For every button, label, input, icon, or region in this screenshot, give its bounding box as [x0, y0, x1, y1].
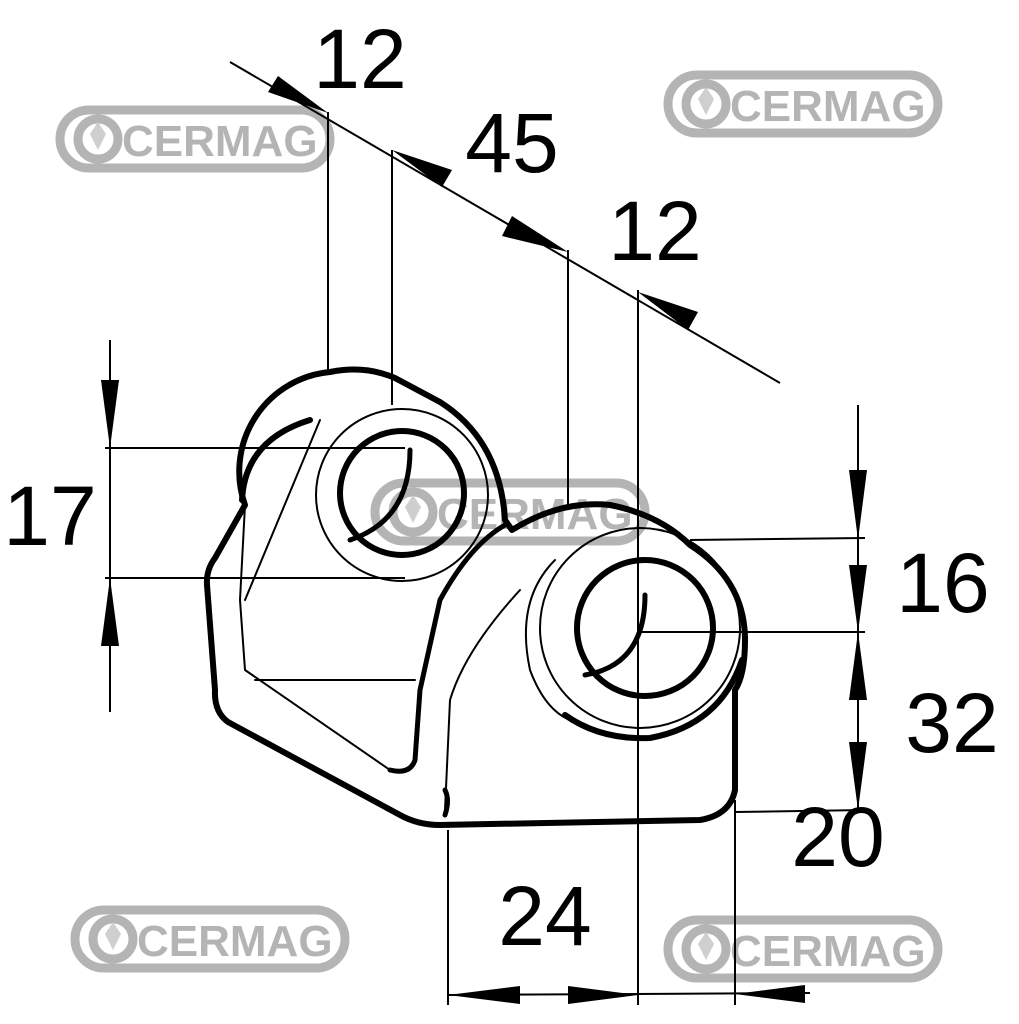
watermark-logo-center: CERMAG: [375, 483, 645, 541]
watermark-logo-top-right: CERMAG: [668, 75, 938, 133]
watermark-logo-top-left: CERMAG: [60, 110, 330, 168]
dimension-label-left-17: 17: [3, 469, 96, 563]
watermark-logo-bottom-right: CERMAG: [668, 920, 938, 978]
left-bore-outer: [315, 408, 489, 582]
watermark-text: CERMAG: [730, 927, 926, 976]
dimension-label-top-right-12: 12: [608, 184, 701, 278]
watermark-logo-bottom-left: CERMAG: [75, 910, 345, 968]
dimension-lines: [105, 61, 866, 1005]
dimension-label-right-16: 16: [896, 536, 989, 630]
right-bore-outer: [539, 527, 741, 729]
dimension-arrows: [101, 76, 867, 1004]
watermark-text: CERMAG: [137, 917, 333, 966]
dimension-label-bottom-24: 24: [498, 869, 591, 963]
part-outline: [203, 366, 748, 828]
left-bore-hole: [337, 428, 467, 558]
dimension-label-bottom-20: 20: [791, 790, 884, 884]
dimension-label-top-45: 45: [465, 96, 558, 190]
watermark-text: CERMAG: [122, 117, 318, 166]
right-bore-hole: [574, 557, 716, 699]
dimension-label-top-left-12: 12: [313, 12, 406, 106]
dimension-label-right-32: 32: [905, 676, 998, 770]
watermark-text: CERMAG: [730, 82, 926, 131]
